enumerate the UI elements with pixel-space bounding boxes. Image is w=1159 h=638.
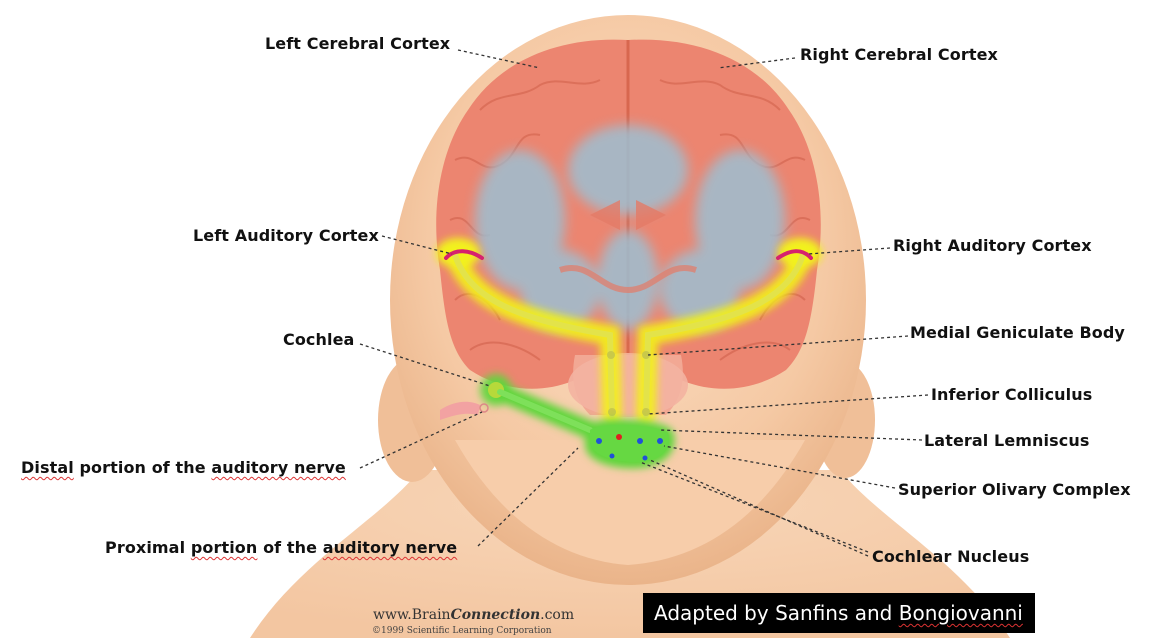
label-lateral-lemniscus: Lateral Lemniscus (924, 431, 1089, 450)
watermark-prefix: www.Brain (373, 607, 451, 623)
label-proximal-portion: portion (191, 538, 258, 557)
label-medial-geniculate-body: Medial Geniculate Body (910, 323, 1125, 342)
credit-prefix: Adapted by Sanfins and (654, 601, 899, 625)
label-inferior-colliculus: Inferior Colliculus (931, 385, 1092, 404)
label-cochlea: Cochlea (283, 330, 354, 349)
watermark-suffix: .com (540, 607, 574, 623)
brainconnection-watermark: www.BrainConnection.com (373, 607, 574, 623)
label-left-cerebral-cortex: Left Cerebral Cortex (265, 34, 450, 53)
label-proximal-portion-auditory-nerve: Proximal portion of the auditory nerve (105, 538, 457, 557)
label-distal-middle: portion of the (74, 458, 212, 477)
cerebellum (568, 353, 688, 417)
label-distal-portion-auditory-nerve: Distal portion of the auditory nerve (21, 458, 346, 477)
label-proximal-word: Proximal (105, 538, 191, 557)
label-proximal-auditory-nerve: auditory nerve (323, 538, 457, 557)
adapted-by-credit: Adapted by Sanfins and Bongiovanni (643, 593, 1035, 633)
watermark-brand: Connection (451, 607, 541, 623)
label-superior-olivary-complex: Superior Olivary Complex (898, 480, 1131, 499)
label-cochlear-nucleus: Cochlear Nucleus (872, 547, 1029, 566)
credit-name: Bongiovanni (899, 601, 1023, 625)
label-distal-word: Distal (21, 458, 74, 477)
label-right-auditory-cortex: Right Auditory Cortex (893, 236, 1092, 255)
label-right-cerebral-cortex: Right Cerebral Cortex (800, 45, 998, 64)
label-distal-auditory-nerve: auditory nerve (211, 458, 345, 477)
label-proximal-middle: of the (257, 538, 322, 557)
watermark-copyright: ©1999 Scientific Learning Corporation (372, 626, 552, 636)
label-left-auditory-cortex: Left Auditory Cortex (193, 226, 379, 245)
